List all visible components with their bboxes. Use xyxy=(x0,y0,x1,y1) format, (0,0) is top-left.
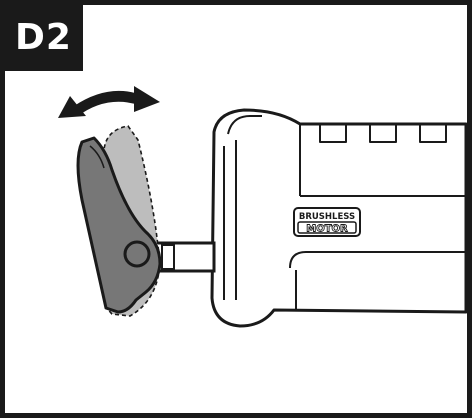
curved-double-arrow-icon xyxy=(58,86,160,118)
step-label: D2 xyxy=(15,17,72,58)
badge-line-1: BRUSHLESS xyxy=(299,212,355,222)
lever-closed-position xyxy=(76,136,162,314)
badge-line-2: MOTOR xyxy=(306,224,348,235)
pivot-pin xyxy=(123,240,151,268)
brushless-motor-badge: BRUSHLESS MOTOR xyxy=(293,207,361,237)
step-badge: D2 xyxy=(5,5,83,71)
